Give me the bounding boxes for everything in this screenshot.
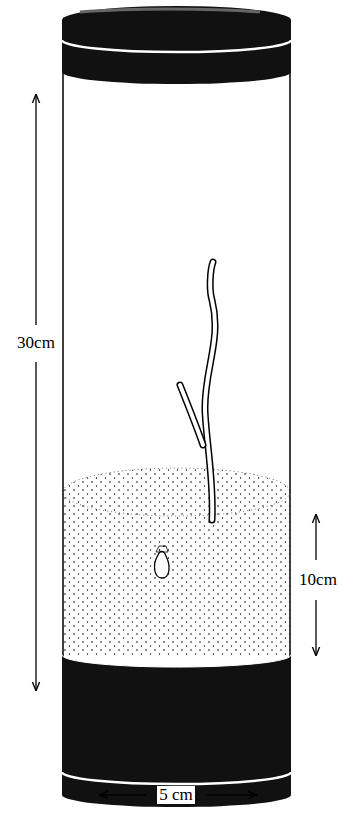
cap-highlight xyxy=(80,9,260,12)
seed xyxy=(155,551,170,578)
seedling-stem xyxy=(205,262,215,520)
dimension-arrow xyxy=(35,362,36,690)
sand xyxy=(63,468,290,655)
bottom-cap xyxy=(62,655,291,807)
dimension-arrow xyxy=(315,515,316,560)
dimension-arrow xyxy=(35,95,36,325)
seed-cap xyxy=(156,546,168,552)
sand-surface xyxy=(63,468,290,516)
dimension-arrow xyxy=(315,600,316,655)
top-cap xyxy=(62,6,291,34)
seedling-stem xyxy=(205,262,215,520)
dimension-arrow xyxy=(100,794,146,795)
dimension-arrow xyxy=(207,794,256,795)
cap-rim xyxy=(62,40,291,52)
seedling-branch xyxy=(180,385,203,445)
cap-edge xyxy=(62,655,291,667)
dimension-label: 30cm xyxy=(15,334,57,353)
dimension-label: 10cm xyxy=(297,571,339,590)
dimension-label: 5 cm xyxy=(157,786,195,805)
cap-rim xyxy=(62,772,291,784)
seedling-branch xyxy=(180,385,203,445)
